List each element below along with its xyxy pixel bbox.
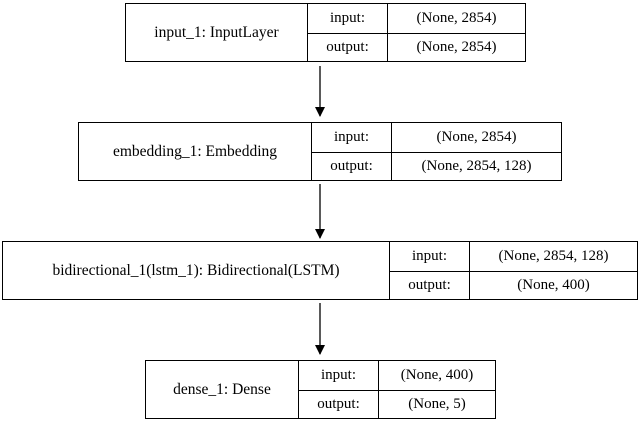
io-input-label: input: (312, 123, 392, 152)
io-input-shape: (None, 2854, 128) (498, 247, 609, 264)
io-input-row: input: (None, 2854) (308, 4, 525, 33)
io-output-shape: (None, 5) (408, 395, 466, 412)
io-input-row: input: (None, 400) (299, 361, 495, 390)
layer-name: dense_1: Dense (146, 361, 299, 418)
io-output-label: output: (308, 33, 388, 61)
io-output-label: output: (390, 271, 470, 299)
layer-io: input: (None, 2854, 128) output: (None, … (390, 242, 637, 299)
io-input-shape: (None, 400) (400, 366, 474, 383)
io-input-row: input: (None, 2854, 128) (390, 242, 637, 271)
io-input-label: input: (308, 4, 388, 33)
layer-node-embedding: embedding_1: Embedding input: (None, 285… (78, 122, 562, 181)
io-output-shape: (None, 2854, 128) (421, 157, 532, 174)
io-output-shape: (None, 2854) (416, 38, 497, 55)
layer-name: input_1: InputLayer (126, 4, 308, 61)
io-input-row: input: (None, 2854) (312, 123, 561, 152)
io-input-label: input: (390, 242, 470, 271)
io-input-label: input: (299, 361, 379, 390)
io-input-shape: (None, 2854) (436, 128, 517, 145)
layer-name: bidirectional_1(lstm_1): Bidirectional(L… (3, 242, 390, 299)
io-input-shape: (None, 2854) (416, 9, 497, 26)
io-output-row: output: (None, 2854, 128) (312, 151, 561, 180)
layer-io: input: (None, 2854) output: (None, 2854) (308, 4, 525, 61)
layer-io: input: (None, 400) output: (None, 5) (299, 361, 495, 418)
io-output-label: output: (312, 152, 392, 180)
io-output-row: output: (None, 5) (299, 389, 495, 418)
io-output-row: output: (None, 400) (390, 270, 637, 299)
io-output-shape: (None, 400) (517, 276, 590, 293)
io-output-row: output: (None, 2854) (308, 32, 525, 61)
layer-io: input: (None, 2854) output: (None, 2854,… (312, 123, 561, 180)
layer-node-input: input_1: InputLayer input: (None, 2854) … (125, 3, 526, 62)
layer-name: embedding_1: Embedding (79, 123, 312, 180)
layer-node-bidirectional: bidirectional_1(lstm_1): Bidirectional(L… (2, 241, 638, 300)
layer-node-dense: dense_1: Dense input: (None, 400) output… (145, 360, 496, 419)
io-output-label: output: (299, 390, 379, 418)
